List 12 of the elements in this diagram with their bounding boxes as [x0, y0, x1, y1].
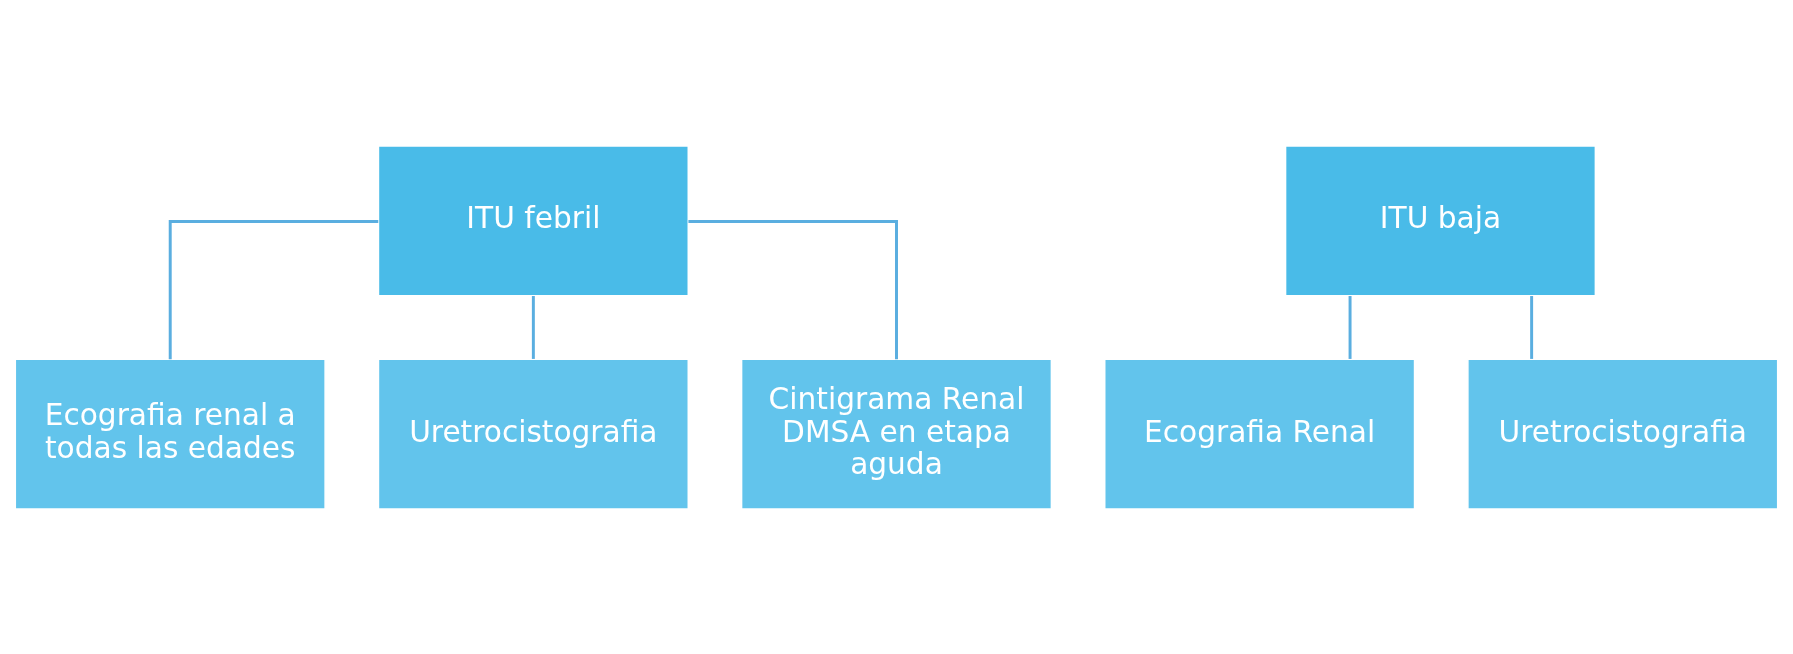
connector	[1348, 295, 1352, 359]
node-box: Cintigrama Renal DMSA en etapa aguda	[740, 358, 1053, 510]
node-box: ITU febril	[377, 144, 689, 296]
connector	[531, 295, 535, 359]
node-box: Uretrocistografia	[1467, 358, 1779, 510]
node-box: Ecografia renal a todas las edades	[14, 358, 326, 510]
connector	[1530, 295, 1534, 359]
node-box: Uretrocistografia	[377, 358, 689, 510]
connector	[688, 219, 898, 359]
node-box: Ecografia Renal	[1104, 358, 1416, 510]
connector	[168, 219, 379, 359]
node-box: ITU baja	[1284, 144, 1597, 296]
